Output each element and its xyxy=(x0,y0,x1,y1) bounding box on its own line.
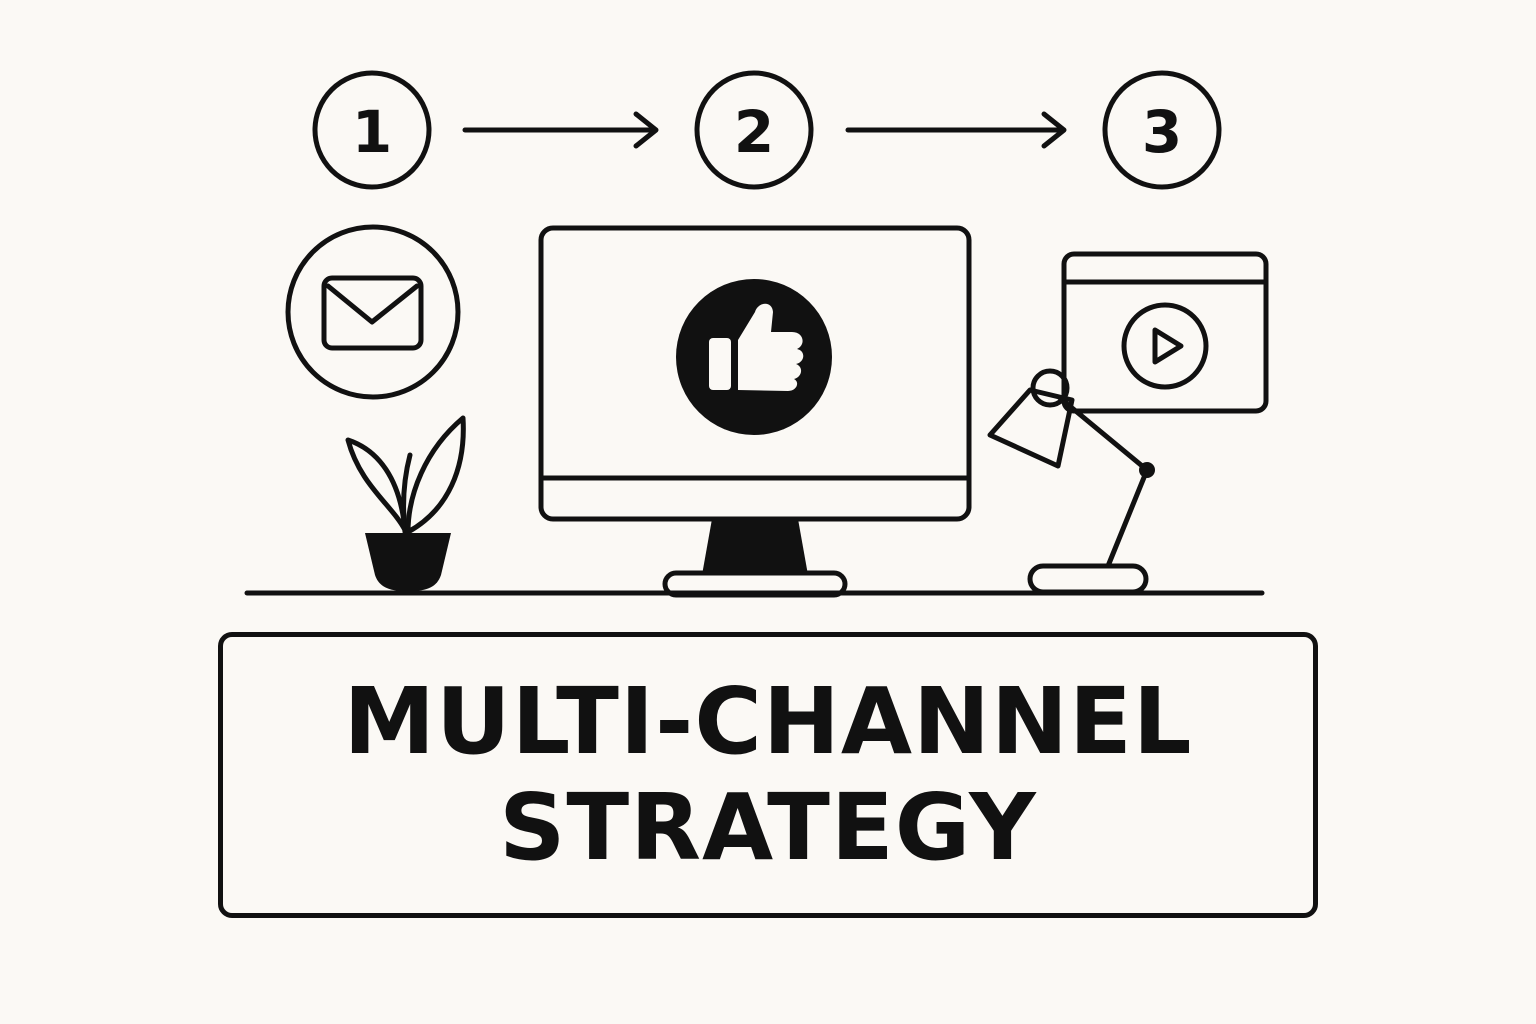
plant-icon xyxy=(345,415,466,591)
play-video-icon xyxy=(1061,251,1269,414)
step-1-circle xyxy=(312,70,432,190)
lamp-hinge xyxy=(1030,368,1070,408)
envelope-flap xyxy=(325,283,420,325)
step-1-number: 1 xyxy=(352,98,392,166)
play-circle xyxy=(1121,302,1209,390)
step-2-circle xyxy=(694,70,814,190)
thumbs-up-cuff xyxy=(709,338,731,390)
arrow-head xyxy=(1041,111,1067,149)
plant-leaf-left xyxy=(345,437,408,533)
video-window-frame xyxy=(1061,251,1269,414)
step-3-number: 3 xyxy=(1142,98,1182,166)
plant-leaf-right xyxy=(405,415,466,535)
arrow-2-to-3 xyxy=(845,111,1067,149)
lamp-upper-arm xyxy=(1057,395,1150,473)
lamp-joint xyxy=(1139,462,1155,478)
play-triangle xyxy=(1152,327,1184,365)
envelope-body xyxy=(321,275,424,351)
thumbs-up-hand xyxy=(738,303,804,391)
step-3: 3 xyxy=(1102,70,1222,190)
lamp-shade xyxy=(987,387,1075,469)
lamp-lower-arm xyxy=(1105,467,1150,569)
step-1: 1 xyxy=(312,70,432,190)
arrow-1-to-2 xyxy=(462,111,659,149)
title-line-2: STRATEGY xyxy=(499,774,1037,881)
step-3-circle xyxy=(1102,70,1222,190)
arrow-head xyxy=(633,111,659,149)
step-2: 2 xyxy=(694,70,814,190)
envelope-icon-circle xyxy=(285,224,461,400)
step-2-number: 2 xyxy=(734,98,774,166)
lamp-base xyxy=(1027,563,1149,595)
desk-lamp-icon xyxy=(987,368,1155,595)
monitor-stand xyxy=(702,519,808,575)
thumbs-up-icon xyxy=(676,279,832,435)
title-banner: MULTI-CHANNEL STRATEGY xyxy=(218,632,1318,918)
title-line-1: MULTI-CHANNEL xyxy=(343,668,1193,775)
envelope-icon xyxy=(285,224,461,400)
plant-pot xyxy=(365,533,451,591)
